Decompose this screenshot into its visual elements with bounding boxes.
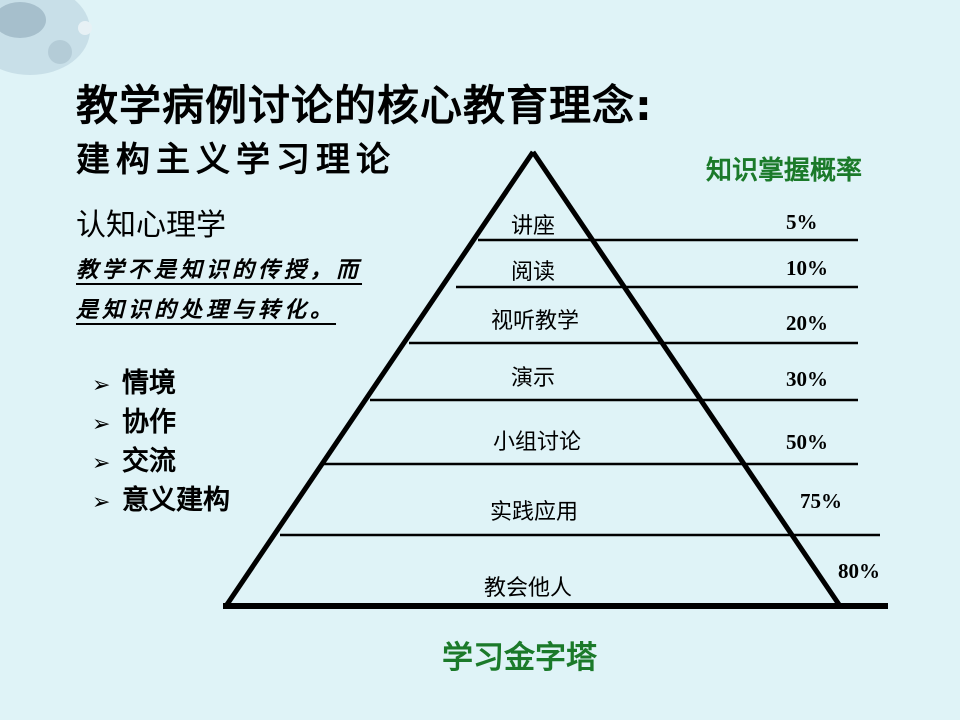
percent-reading: 10% — [786, 256, 828, 280]
level-label-lecture: 讲座 — [510, 214, 556, 239]
level-label-group-discussion: 小组讨论 — [492, 430, 582, 455]
bullet-item: ➢情境 — [92, 364, 230, 403]
quote-line-1: 教学不是知识的传授，而 — [76, 258, 363, 283]
bullet-item: ➢意义建构 — [92, 481, 230, 520]
arrow-bullet-icon: ➢ — [92, 373, 111, 398]
percent-lecture: 5% — [786, 210, 818, 234]
percent-audiovisual: 20% — [786, 311, 828, 335]
pyramid-right-edge — [530, 150, 843, 608]
percent-group-discussion: 50% — [786, 430, 828, 454]
bullet-item: ➢协作 — [92, 403, 230, 442]
learning-pyramid-caption: 学习金字塔 — [442, 640, 597, 676]
percent-teach-others: 80% — [838, 559, 880, 583]
slide-title: 教学病例讨论的核心教育理念: — [76, 81, 653, 130]
arrow-bullet-icon: ➢ — [92, 451, 111, 476]
pyramid-left-edge — [223, 150, 536, 608]
quote-line-2: 是知识的处理与转化。 — [76, 298, 337, 323]
level-label-teach-others: 教会他人 — [483, 576, 573, 601]
level-label-reading: 阅读 — [510, 260, 556, 285]
level-label-audiovisual: 视听教学 — [490, 309, 580, 334]
knowledge-probability-header: 知识掌握概率 — [706, 156, 863, 186]
percent-practice: 75% — [800, 489, 842, 513]
level-label-demonstration: 演示 — [510, 366, 556, 391]
arrow-bullet-icon: ➢ — [92, 412, 111, 437]
corner-decoration-icon — [0, 0, 92, 75]
level-label-practice: 实践应用 — [489, 500, 579, 525]
bullet-item: ➢交流 — [92, 442, 230, 481]
concept-bullet-list: ➢情境 ➢协作 ➢交流 ➢意义建构 — [92, 364, 230, 520]
arrow-bullet-icon: ➢ — [92, 490, 111, 515]
slide-subtitle: 建构主义学习理论 — [76, 140, 396, 180]
cognitive-psychology-heading: 认知心理学 — [76, 208, 226, 243]
percent-demonstration: 30% — [786, 367, 828, 391]
